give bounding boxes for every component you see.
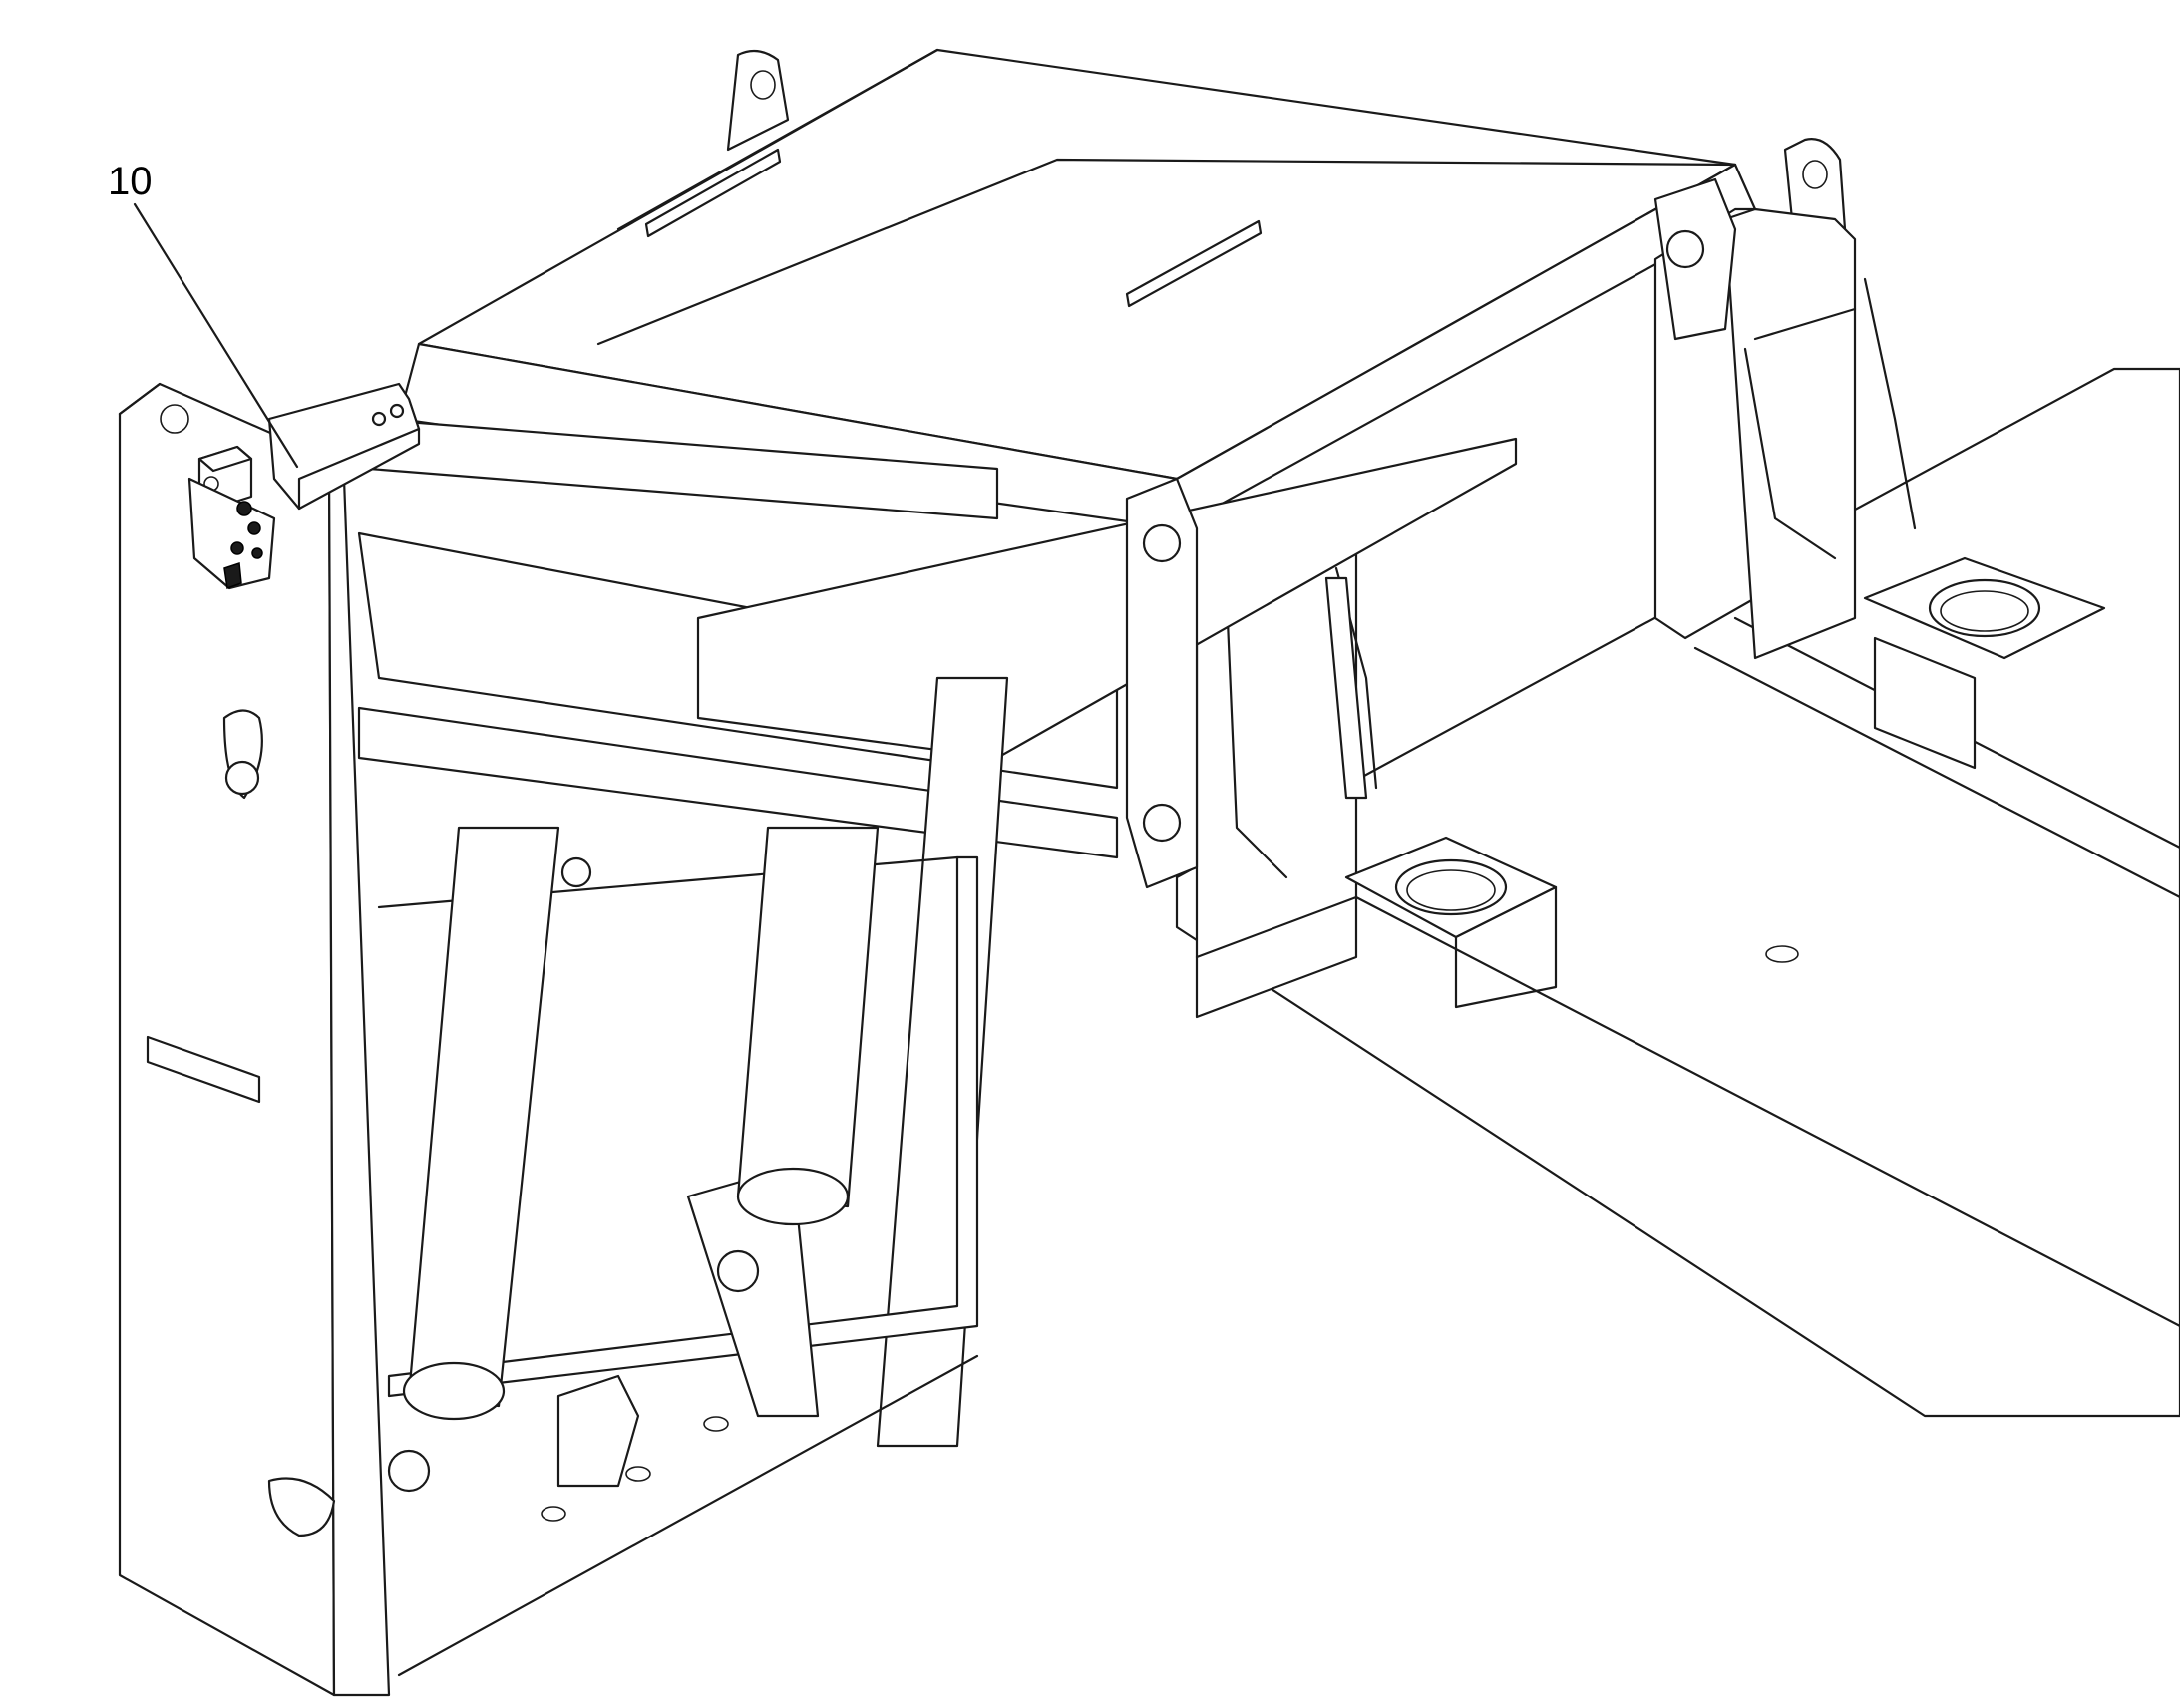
middle-support-plates — [1195, 507, 2180, 1328]
upper-housing — [397, 48, 1847, 530]
callout-10: 10 — [108, 160, 299, 469]
front-left-plate — [118, 382, 391, 1697]
inner-frame — [357, 417, 1518, 1448]
part-10-bracket — [187, 382, 421, 590]
lower-box — [377, 855, 979, 1677]
linkage-arms — [1125, 177, 1737, 889]
hydraulic-cylinders — [387, 826, 880, 1493]
leader-line — [133, 202, 299, 469]
right-support-plates — [1653, 207, 2106, 770]
callout-label: 10 — [108, 160, 153, 203]
